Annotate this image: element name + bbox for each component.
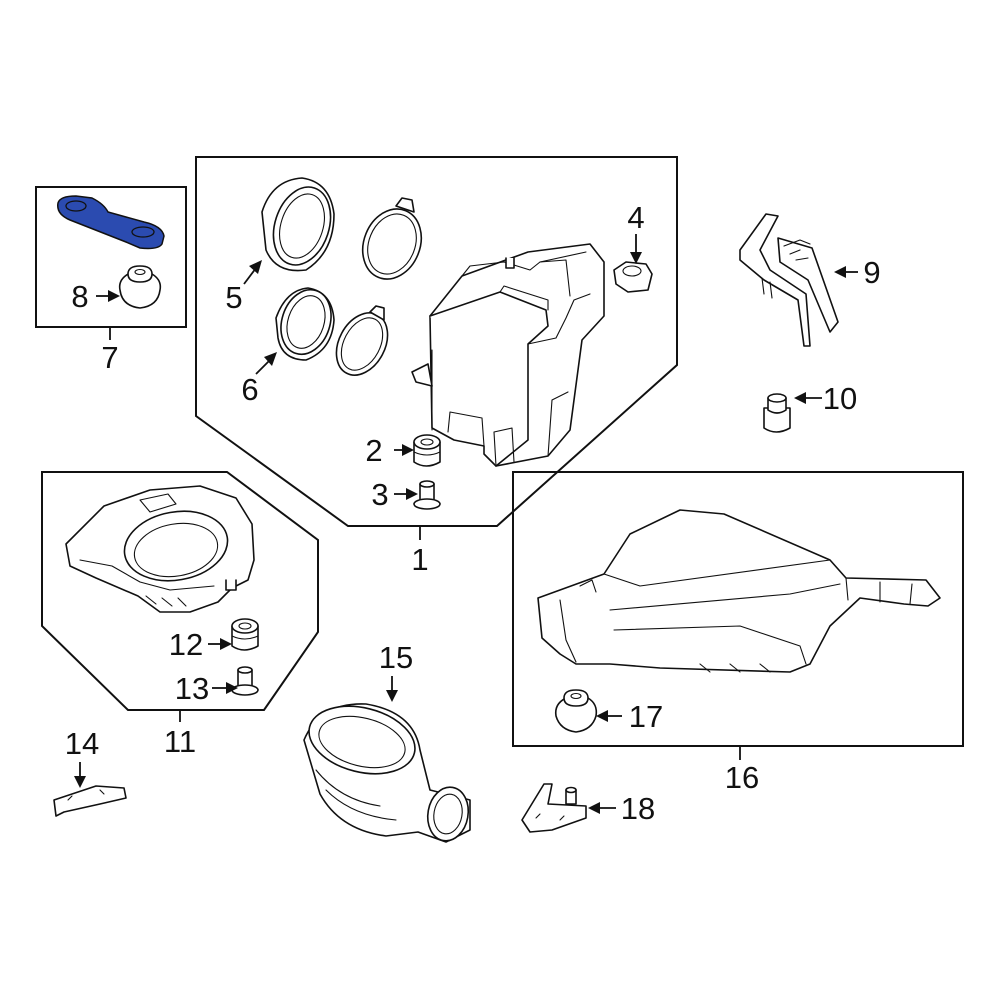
- callout-15: 15: [379, 640, 413, 675]
- group-frame-7: [35, 186, 187, 328]
- callout-9: 9: [863, 255, 880, 290]
- callout-11: 11: [164, 724, 196, 759]
- ring-part-5: [261, 177, 335, 272]
- ring-part-6: [275, 287, 335, 361]
- hose-part-9: [739, 213, 839, 347]
- clamp-part-upper: [361, 197, 423, 280]
- callout-17: 17: [629, 699, 663, 734]
- bolt-part-3: [413, 480, 441, 510]
- grommet-part-2: [413, 434, 441, 467]
- callout-3: 3: [371, 477, 388, 512]
- callout-8: 8: [71, 279, 88, 314]
- lower-housing-part-11: [65, 485, 255, 613]
- grommet-part-12: [231, 618, 259, 651]
- callout-2: 2: [365, 433, 382, 468]
- bracket-hole-right: [131, 226, 155, 238]
- callout-labels: 7 8 5 6 4 2 3 1 9 10 12 13 11 14 15 17 1…: [65, 200, 881, 826]
- nut-part-4: [613, 261, 653, 293]
- callout-13: 13: [175, 671, 209, 706]
- duct-part-15: [303, 703, 471, 843]
- callout-18: 18: [621, 791, 655, 826]
- air-cleaner-housing-part-1: [411, 243, 605, 467]
- callout-5: 5: [225, 280, 242, 315]
- group-frame-16: [512, 471, 964, 747]
- bracket-part-highlighted: [57, 195, 165, 250]
- callout-10: 10: [823, 381, 857, 416]
- callout-14: 14: [65, 726, 99, 761]
- leader-lines: [74, 234, 858, 814]
- cap-part-10: [763, 393, 791, 433]
- group-frame-1: [195, 156, 678, 527]
- bracket-hole-left: [65, 200, 87, 212]
- callout-6: 6: [241, 372, 258, 407]
- clamp-part-lower: [335, 305, 389, 376]
- bracket-part-18: [521, 783, 587, 833]
- bracket-shape: [57, 195, 165, 250]
- bracket-part-14: [53, 785, 127, 817]
- callout-16: 16: [725, 760, 759, 795]
- callout-12: 12: [169, 627, 203, 662]
- callout-1: 1: [411, 542, 428, 577]
- upper-cover-part-16: [537, 509, 941, 673]
- grommet-part-8: [118, 265, 162, 309]
- bolt-part-13: [231, 666, 259, 696]
- grommet-part-17: [554, 689, 598, 733]
- callout-4: 4: [627, 200, 644, 235]
- group-frame-11: [41, 471, 319, 711]
- callout-7: 7: [101, 340, 118, 375]
